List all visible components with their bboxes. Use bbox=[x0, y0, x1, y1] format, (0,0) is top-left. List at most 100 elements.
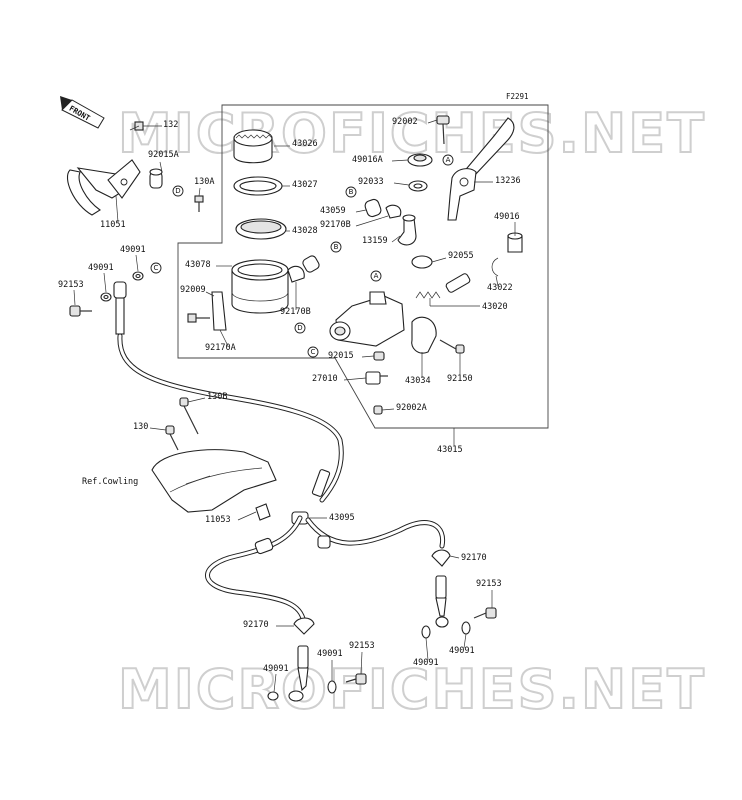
part-label-l130B: 130B bbox=[207, 392, 227, 402]
washer-49091-right-a bbox=[421, 625, 431, 639]
callout-letter: B bbox=[334, 243, 339, 251]
part-label-l92002A: 92002A bbox=[396, 403, 427, 413]
hose-43059 bbox=[364, 198, 382, 218]
part-label-l49091b: 49091 bbox=[88, 263, 114, 273]
banjo-right bbox=[435, 575, 449, 628]
screw-92002A bbox=[373, 405, 383, 415]
hose-fitting-center bbox=[254, 535, 331, 555]
plate-92170A bbox=[211, 291, 227, 331]
switch-27010 bbox=[365, 371, 388, 385]
part-label-l49091f: 49091 bbox=[449, 646, 475, 656]
part-labels: 13292015A130A110514302643027430284307892… bbox=[58, 117, 521, 674]
o-ring-92055 bbox=[411, 255, 433, 269]
bolt-130A bbox=[194, 195, 204, 212]
clamp-92170-right bbox=[431, 549, 451, 567]
part-label-l92015A: 92015A bbox=[148, 150, 179, 160]
watermark-bottom: MICROFICHES.NET bbox=[118, 658, 706, 721]
reservoir-43078 bbox=[231, 259, 289, 314]
part-label-l43095: 43095 bbox=[329, 513, 355, 523]
part-label-l13236: 13236 bbox=[495, 176, 521, 186]
part-label-l92170a: 92170 bbox=[461, 553, 487, 563]
bolt-92150 bbox=[439, 339, 465, 354]
part-label-l11053: 11053 bbox=[205, 515, 231, 525]
callout-cB2: B bbox=[345, 186, 357, 198]
circlip-43022 bbox=[491, 257, 499, 277]
callout-cA1: A bbox=[442, 154, 454, 166]
part-label-l92170A: 92170A bbox=[205, 343, 236, 353]
washer-92033 bbox=[408, 180, 428, 192]
callout-letter: A bbox=[446, 156, 451, 164]
callout-cA2: A bbox=[370, 270, 382, 282]
part-label-l43034: 43034 bbox=[405, 376, 431, 386]
part-label-l92015: 92015 bbox=[328, 351, 354, 361]
bolt-130B bbox=[179, 397, 199, 435]
watermark-top: MICROFICHES.NET bbox=[118, 102, 706, 165]
boot-49016A bbox=[407, 153, 433, 167]
banjo-left bbox=[288, 645, 309, 702]
part-label-l43059: 43059 bbox=[320, 206, 346, 216]
washer-49091-lower-a bbox=[327, 680, 337, 694]
lever-13236 bbox=[447, 117, 515, 221]
washer-49091-left-b bbox=[100, 292, 112, 302]
bolt-92002 bbox=[436, 115, 450, 145]
clamp-92170B bbox=[287, 255, 320, 283]
part-label-l43027: 43027 bbox=[292, 180, 318, 190]
ref-cowling-label: Ref.Cowling bbox=[82, 477, 138, 487]
clamp-92170-left bbox=[293, 617, 315, 635]
part-label-l43028: 43028 bbox=[292, 226, 318, 236]
part-label-l43026: 43026 bbox=[292, 139, 318, 149]
part-label-l92150: 92150 bbox=[447, 374, 473, 384]
part-label-l49016A: 49016A bbox=[352, 155, 383, 165]
piston-43020 bbox=[415, 273, 471, 299]
collar-92015A bbox=[149, 168, 163, 189]
callout-letter: C bbox=[154, 264, 159, 272]
cap-43026 bbox=[233, 129, 273, 164]
part-label-l43022: 43022 bbox=[487, 283, 513, 293]
diagram-code: F2291 bbox=[506, 92, 529, 101]
callout-cC2: C bbox=[307, 346, 319, 358]
clamp-43034 bbox=[411, 316, 437, 354]
part-label-l92170b: 92170 bbox=[243, 620, 269, 630]
callout-cC1: C bbox=[150, 262, 162, 274]
part-label-l130A: 130A bbox=[194, 177, 214, 187]
bolt-92153-left bbox=[69, 305, 92, 317]
bracket-11051 bbox=[66, 159, 141, 216]
callout-letter: C bbox=[311, 348, 316, 356]
washer-49091-left-a bbox=[132, 271, 144, 281]
part-label-l92170B2: 92170B bbox=[320, 220, 351, 230]
part-label-l43078: 43078 bbox=[185, 260, 211, 270]
part-label-l92033: 92033 bbox=[358, 177, 384, 187]
plate-43027 bbox=[233, 176, 283, 196]
callout-cB1: B bbox=[330, 241, 342, 253]
part-label-l130: 130 bbox=[133, 422, 148, 432]
callout-cD2: D bbox=[294, 322, 306, 334]
part-label-l92170B: 92170B bbox=[280, 307, 311, 317]
part-label-l27010: 27010 bbox=[312, 374, 338, 384]
part-label-l92153a: 92153 bbox=[58, 280, 84, 290]
part-label-l92002: 92002 bbox=[392, 117, 418, 127]
part-label-l49016: 49016 bbox=[494, 212, 520, 222]
bolt-92153-right bbox=[473, 607, 497, 619]
callout-letter: A bbox=[374, 272, 379, 280]
part-label-l132: 132 bbox=[163, 120, 178, 130]
part-label-l49091a: 49091 bbox=[120, 245, 146, 255]
part-label-l13159: 13159 bbox=[362, 236, 388, 246]
hose-end-upper-left bbox=[113, 281, 127, 335]
front-arrow-icon: FRONT bbox=[60, 96, 105, 129]
part-label-l49091d: 49091 bbox=[263, 664, 289, 674]
part-label-l92055: 92055 bbox=[448, 251, 474, 261]
part-label-l11051: 11051 bbox=[100, 220, 126, 230]
leader-lines bbox=[73, 119, 516, 693]
fitting-13159 bbox=[397, 214, 417, 246]
diaphragm-43028 bbox=[235, 218, 287, 240]
bracket-92009 bbox=[187, 313, 210, 323]
bolt-130 bbox=[165, 425, 179, 451]
master-cylinder-body bbox=[329, 291, 405, 347]
part-label-l49091c: 49091 bbox=[317, 649, 343, 659]
clamp-11053 bbox=[255, 503, 271, 521]
part-label-l92009: 92009 bbox=[180, 285, 206, 295]
washer-49091-lower-b bbox=[267, 691, 279, 701]
callout-letter: B bbox=[349, 188, 354, 196]
cowling-ref bbox=[151, 449, 277, 513]
